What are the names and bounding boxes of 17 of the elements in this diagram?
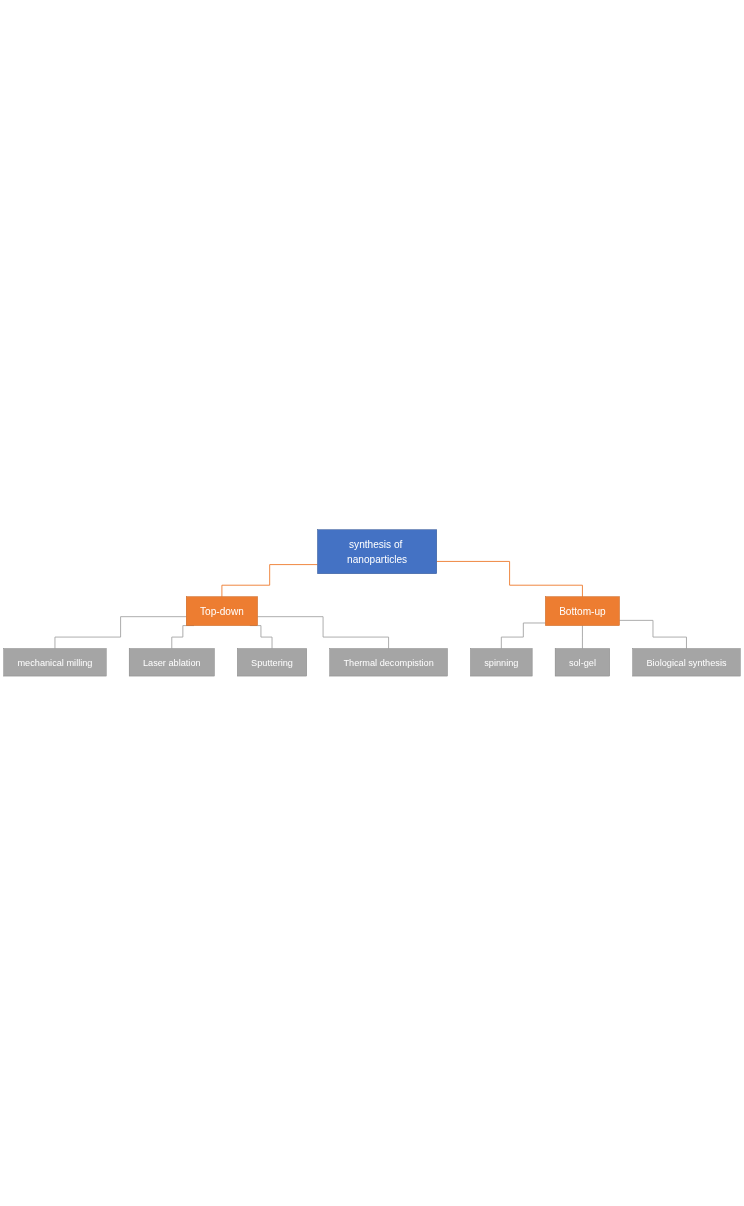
connector (619, 620, 687, 650)
node-box: Laser ablation (128, 648, 215, 677)
connector (500, 622, 546, 650)
connector (257, 616, 390, 650)
node-box: spinning (470, 648, 533, 677)
node-box: Thermal decompistion (329, 648, 448, 677)
connector (436, 561, 583, 598)
connector (221, 564, 318, 598)
connector (581, 625, 583, 650)
connector (54, 616, 187, 650)
node-box: Biological synthesis (632, 648, 741, 677)
node-box: Top-down (186, 596, 258, 626)
node-box: sol-gel (554, 648, 610, 677)
node-box: Bottom-up (545, 596, 620, 626)
node-box: Sputtering (237, 648, 307, 677)
node-box: mechanical milling (3, 648, 107, 677)
node-box: synthesis of nanoparticles (317, 529, 437, 575)
